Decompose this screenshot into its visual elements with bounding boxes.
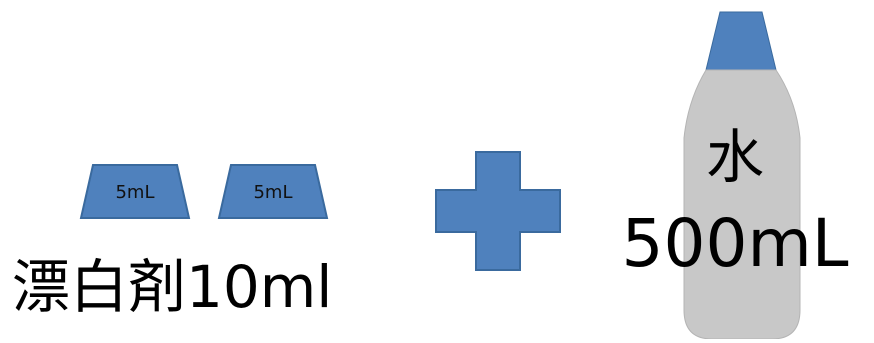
measuring-cup-icon [79, 164, 191, 219]
measuring-cup-2: 5mL [217, 163, 329, 220]
cup-volume-label: 5mL [253, 182, 293, 203]
water-label: 水 [705, 123, 764, 191]
measuring-cup-icon [217, 164, 329, 219]
measuring-cup-1: 5mL [79, 163, 191, 220]
bleach-amount-label: 漂白剤10ml [12, 253, 333, 321]
water-volume-label: 500mL [621, 205, 849, 282]
plus-icon [434, 150, 562, 272]
cup-volume-label: 5mL [115, 182, 155, 203]
